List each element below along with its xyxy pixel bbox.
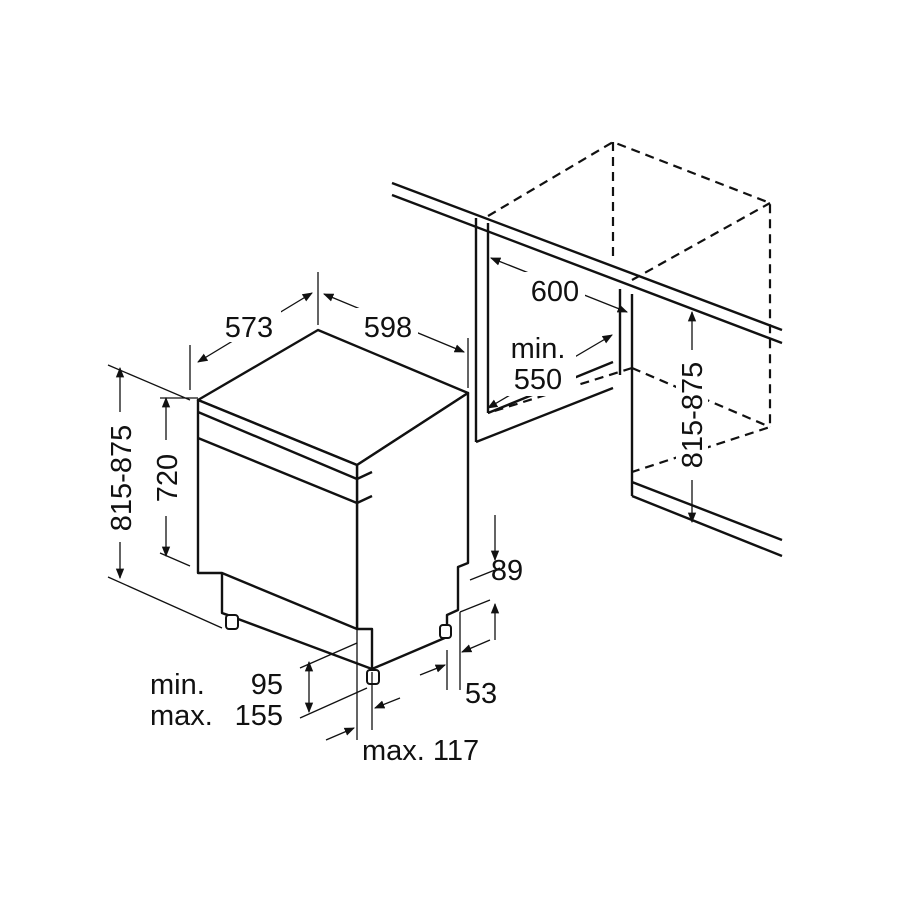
label-body-height: 720 [152,454,184,502]
label-depth: 573 [225,312,273,344]
dishwasher [196,328,470,685]
label-width: 598 [364,312,412,344]
niche-right-panel [618,289,783,558]
dishwasher-front [196,398,359,631]
label-niche-height: 815-875 [677,362,709,468]
label-foot-max-value: 155 [235,700,283,732]
label-plinth-recess: 89 [491,555,523,587]
dim-53-arrow-left [419,664,446,676]
dim-53-arrow-right [461,639,491,653]
label-total-height: 815-875 [106,425,138,531]
label-foot-max: max. [150,700,213,732]
label-foot-min-value: 95 [251,669,283,701]
dim-foot-ext-top [299,642,358,669]
niche-dashed-volume [487,140,772,474]
dim-foot-ext-bottom [299,687,368,719]
foot-front-left [225,614,239,630]
label-niche-depth-value: 550 [514,364,562,396]
niche-left-panel [474,218,614,444]
label-door-overhang: max. 117 [362,735,479,767]
control-panel [197,410,373,505]
dishwasher-side [355,391,470,671]
dimension-labels: 573 598 815-875 720 600 min. 550 815-875… [105,272,709,767]
label-niche-width: 600 [531,276,579,308]
label-foot-offset: 53 [465,678,497,710]
foot-back-right [439,624,452,639]
label-foot-min: min. [150,669,205,701]
dim-117-arrow-left [325,727,355,741]
label-niche-depth-min: min. [511,333,566,365]
dim-117-arrow-right [374,697,401,709]
worktop [391,181,783,345]
extension-lines [107,272,501,690]
installation-niche [391,140,783,558]
foot-front-right [366,669,380,685]
